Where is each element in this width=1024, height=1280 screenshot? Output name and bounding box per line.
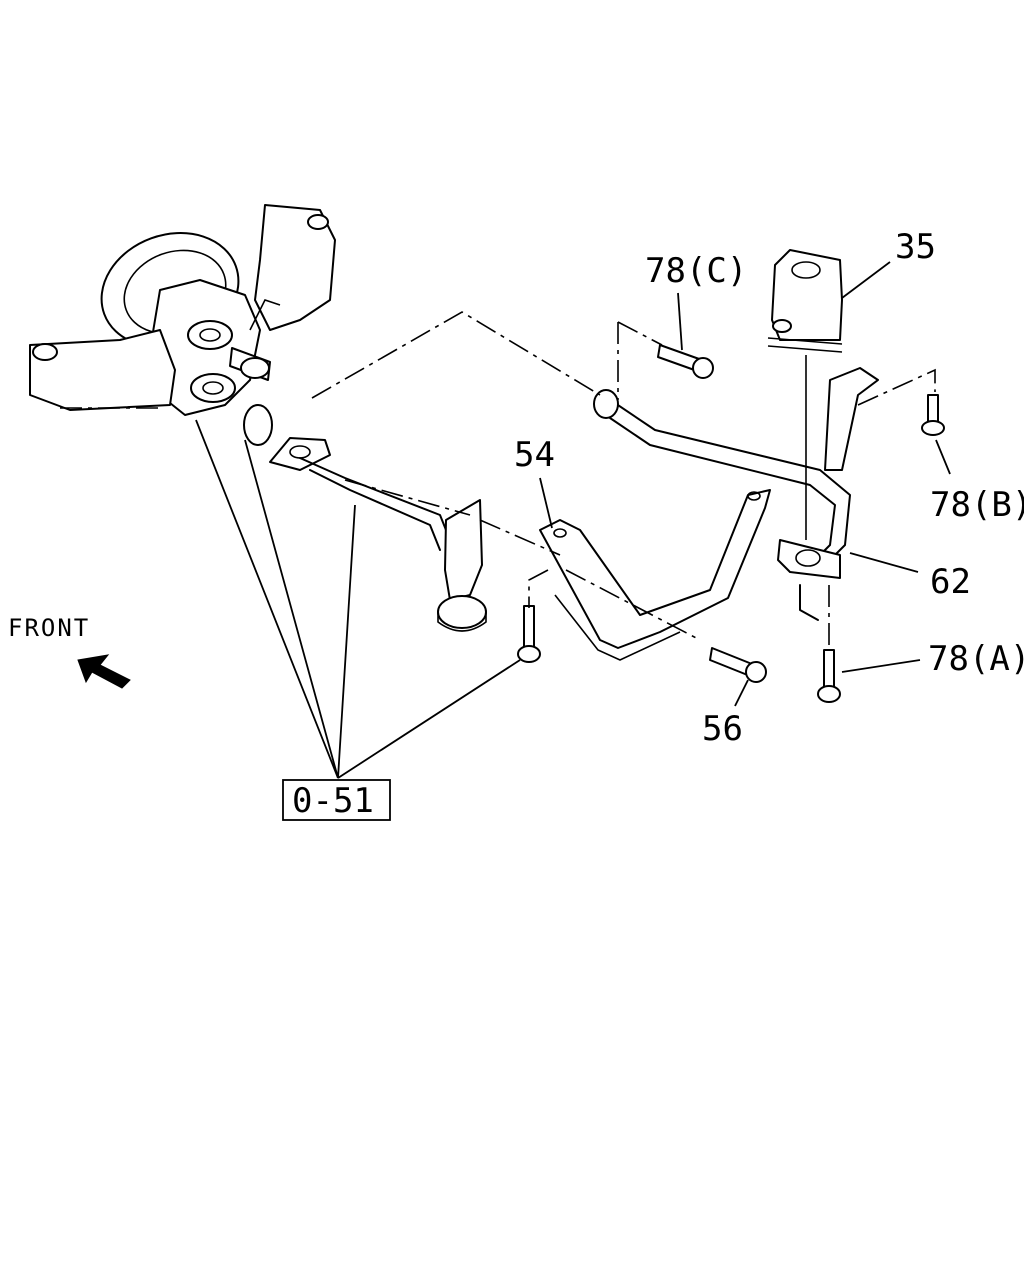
callout-35: 35 xyxy=(895,227,936,267)
callout-78c: 78(C) xyxy=(645,251,747,291)
bracket-54 xyxy=(539,489,771,661)
bolt-lower xyxy=(517,605,541,663)
front-label: FRONT xyxy=(8,614,90,642)
bolt-78a xyxy=(817,649,841,703)
upper-oil-pipe xyxy=(593,389,851,621)
reference-label: 0-51 xyxy=(292,781,374,821)
assembly-lines xyxy=(311,311,936,650)
lower-oil-pipe xyxy=(269,437,487,632)
callout-62: 62 xyxy=(930,562,971,602)
callout-78a: 78(A) xyxy=(928,639,1024,679)
reference-box[interactable]: 0-51 xyxy=(282,779,391,821)
bolt-78b xyxy=(921,394,945,436)
leader-lines xyxy=(195,261,951,779)
bracket-62 xyxy=(824,367,879,471)
callout-78b: 78(B) xyxy=(930,485,1024,525)
bolt-78c xyxy=(657,344,714,379)
callout-54: 54 xyxy=(514,435,555,475)
oil-pump-assembly xyxy=(29,204,336,446)
arrow-upper-left-icon xyxy=(77,654,131,689)
bolt-56 xyxy=(709,647,767,683)
callout-56: 56 xyxy=(702,709,743,749)
adapter-35 xyxy=(767,249,843,353)
